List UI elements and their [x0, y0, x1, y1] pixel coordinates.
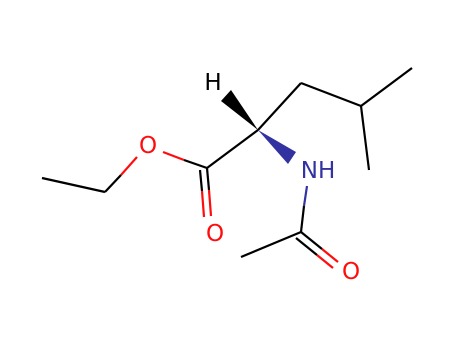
- bond-ch-methyl-a: [360, 67, 413, 107]
- bond-acyl-methyl: [240, 230, 302, 259]
- bond-ester-oxygen-carbonyl: [183, 158, 208, 170]
- bond-acyl-double-2-red: [316, 254, 334, 269]
- amide-nitrogen-label: NH: [301, 158, 336, 184]
- carbonyl-oxygen-label: O: [206, 221, 224, 247]
- bond-nitrogen-acyl-blue: [302, 185, 309, 207]
- bond-ch2-ester-oxygen-red: [120, 156, 138, 176]
- bond-nitrogen-acyl: [299, 205, 306, 233]
- bond-carbonyl-double-2-red: [200, 190, 206, 218]
- wedge-bond-hydrogen: [221, 90, 258, 130]
- bond-acyl-double-2: [295, 237, 318, 256]
- bond-carbonyl-double-1-red: [207, 189, 213, 217]
- bond-alpha-ch2: [257, 82, 302, 131]
- bond-carbonyl-double-2: [198, 169, 204, 192]
- wedge-bond-nitrogen: [258, 130, 296, 164]
- amide-oxygen-label: O: [342, 259, 360, 285]
- bond-acyl-double-1-red: [321, 248, 339, 263]
- hydrogen-label: H: [204, 70, 221, 96]
- bonds: [41, 67, 413, 269]
- bond-ch-methyl-b: [359, 105, 371, 171]
- bond-ester-oxygen-carbonyl-red: [162, 150, 185, 162]
- bond-ch2-ester-oxygen: [104, 174, 122, 193]
- bond-ch3-ch2: [41, 176, 106, 194]
- ester-oxygen-label: O: [139, 133, 157, 159]
- bond-ch2-ch: [300, 81, 362, 108]
- bond-carbonyl-double-1: [205, 167, 211, 191]
- bond-carbonyl-alpha: [206, 129, 259, 169]
- bond-acyl-double-1: [300, 231, 323, 250]
